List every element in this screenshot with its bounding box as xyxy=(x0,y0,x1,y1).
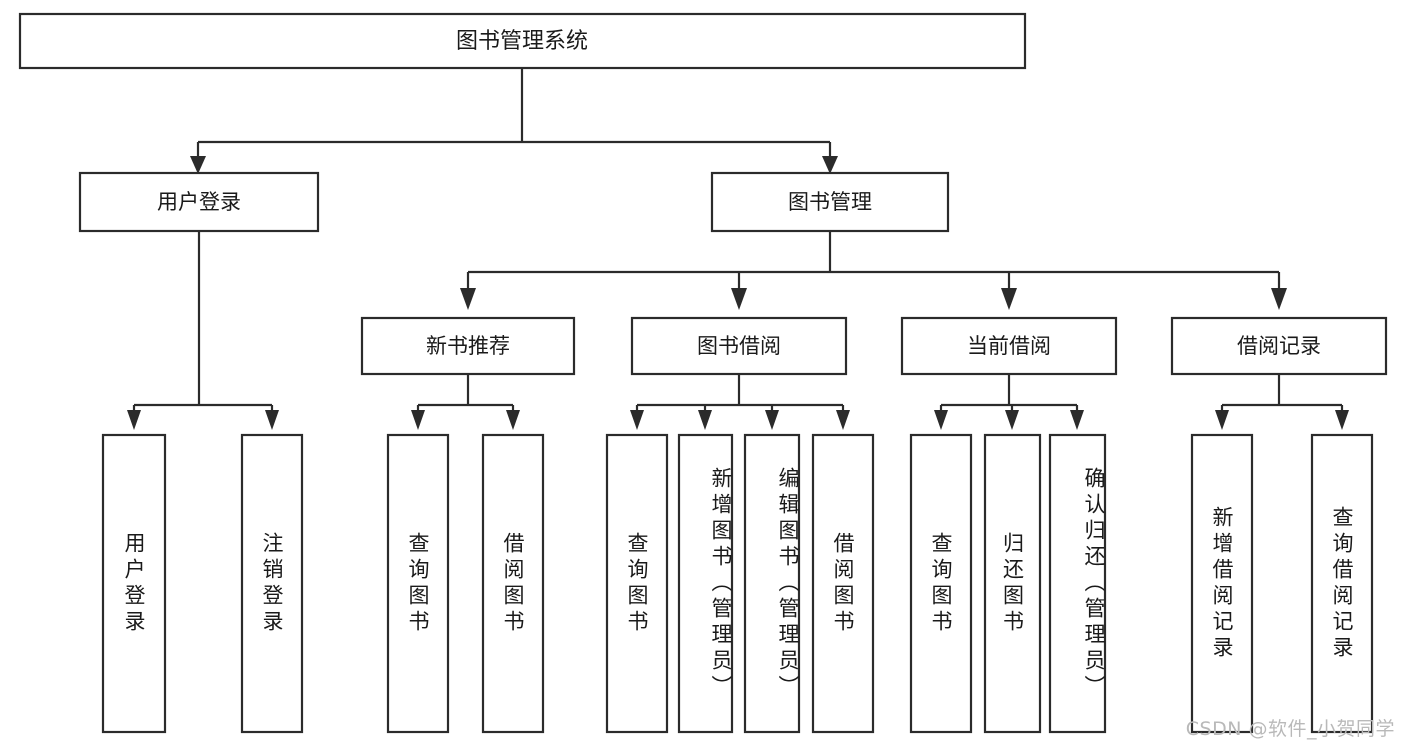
connector-group-book-management xyxy=(460,231,1287,310)
node-box-root[interactable] xyxy=(18,12,1027,70)
node-box-current-borrow[interactable] xyxy=(900,316,1118,376)
arrow-head-book-management xyxy=(822,156,838,174)
arrow-head-leaf-user-logout xyxy=(265,410,279,430)
arrow-head-leaf-query-borrow-record xyxy=(1335,410,1349,430)
node-book-borrow[interactable]: 图书借阅 xyxy=(630,316,848,376)
arrow-head-user-login xyxy=(190,156,206,174)
arrow-head-new-book-recommend xyxy=(460,288,476,310)
node-box-leaf-user-login[interactable] xyxy=(101,433,167,734)
node-box-leaf-query-book-current[interactable] xyxy=(909,433,973,734)
node-box-leaf-add-borrow-record[interactable] xyxy=(1190,433,1254,734)
node-book-management[interactable]: 图书管理 xyxy=(710,171,950,233)
node-label-current-borrow: 当前借阅 xyxy=(967,334,1051,358)
node-box-new-book-recommend[interactable] xyxy=(360,316,576,376)
connector-group-new-book-recommend xyxy=(411,374,520,430)
node-box-leaf-query-book-borrow[interactable] xyxy=(605,433,669,734)
node-label-book-management: 图书管理 xyxy=(788,190,872,214)
node-box-leaf-confirm-return-admin[interactable] xyxy=(1048,433,1107,734)
connector-group-user-login xyxy=(127,231,279,430)
arrow-head-leaf-add-book-admin xyxy=(698,410,712,430)
node-box-leaf-borrow-book[interactable] xyxy=(811,433,875,734)
node-root[interactable]: 图书管理系统 xyxy=(18,12,1027,70)
arrow-head-leaf-query-book-recommend xyxy=(411,410,425,430)
node-borrow-record[interactable]: 借阅记录 xyxy=(1170,316,1388,376)
arrow-head-leaf-borrow-book-recommend xyxy=(506,410,520,430)
arrow-head-current-borrow xyxy=(1001,288,1017,310)
node-box-leaf-add-book-admin[interactable] xyxy=(677,433,734,734)
node-box-borrow-record[interactable] xyxy=(1170,316,1388,376)
arrow-head-leaf-query-book-borrow xyxy=(630,410,644,430)
node-box-leaf-edit-book-admin[interactable] xyxy=(743,433,801,734)
node-label-root: 图书管理系统 xyxy=(456,29,588,54)
connector-group-root xyxy=(190,68,838,174)
arrow-head-leaf-confirm-return-admin xyxy=(1070,410,1084,430)
arrow-head-leaf-user-login xyxy=(127,410,141,430)
node-box-user-login[interactable] xyxy=(78,171,320,233)
csdn-watermark: CSDN @软件_小贺同学 xyxy=(1185,718,1395,740)
arrow-head-leaf-add-borrow-record xyxy=(1215,410,1229,430)
node-new-book-recommend[interactable]: 新书推荐 xyxy=(360,316,576,376)
node-box-leaf-user-logout[interactable] xyxy=(240,433,304,734)
node-label-user-login: 用户登录 xyxy=(157,190,241,214)
arrow-head-borrow-record xyxy=(1271,288,1287,310)
connector-group-borrow-record xyxy=(1215,374,1349,430)
leaf-boxes xyxy=(101,433,1374,734)
arrow-head-leaf-return-book xyxy=(1005,410,1019,430)
node-box-book-borrow[interactable] xyxy=(630,316,848,376)
arrow-head-leaf-borrow-book xyxy=(836,410,850,430)
node-user-login[interactable]: 用户登录 xyxy=(78,171,320,233)
node-current-borrow[interactable]: 当前借阅 xyxy=(900,316,1118,376)
node-box-leaf-query-book-recommend[interactable] xyxy=(386,433,450,734)
arrow-head-book-borrow xyxy=(731,288,747,310)
connector-group-book-borrow xyxy=(630,374,850,430)
node-box-leaf-query-borrow-record[interactable] xyxy=(1310,433,1374,734)
arrow-head-leaf-query-book-current xyxy=(934,410,948,430)
connector-group-current-borrow xyxy=(934,374,1084,430)
node-box-book-management[interactable] xyxy=(710,171,950,233)
node-label-new-book-recommend: 新书推荐 xyxy=(426,334,510,358)
node-label-book-borrow: 图书借阅 xyxy=(697,334,781,358)
node-box-leaf-return-book[interactable] xyxy=(983,433,1042,734)
node-label-borrow-record: 借阅记录 xyxy=(1237,334,1321,358)
node-box-leaf-borrow-book-recommend[interactable] xyxy=(481,433,545,734)
arrow-head-leaf-edit-book-admin xyxy=(765,410,779,430)
